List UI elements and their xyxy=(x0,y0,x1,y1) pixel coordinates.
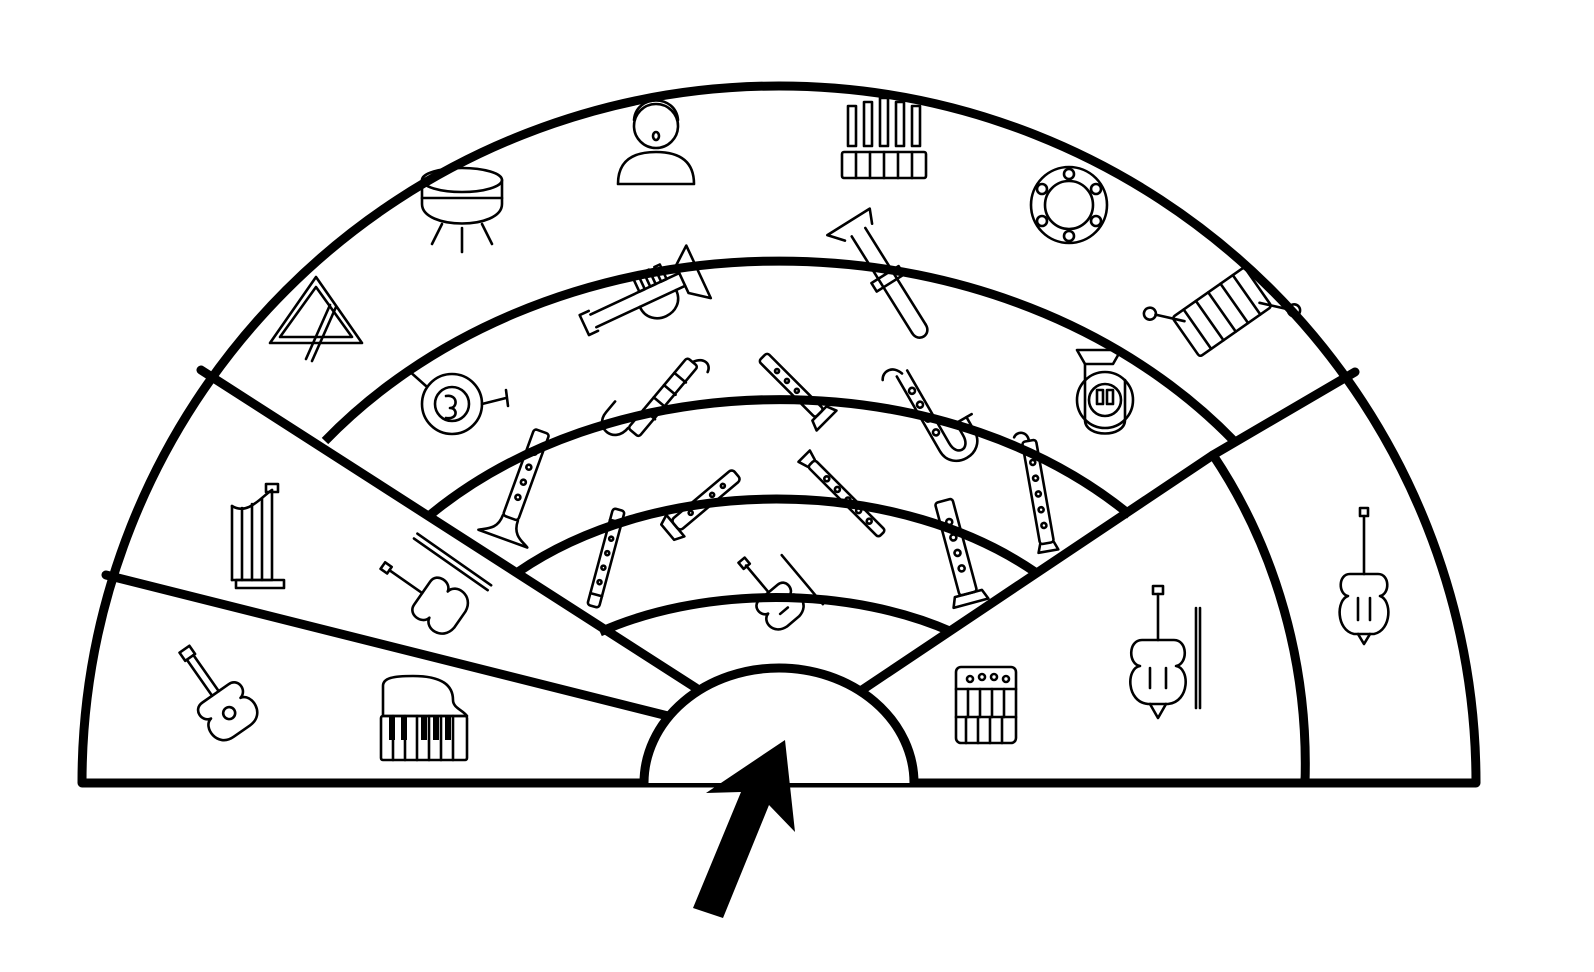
trumpet-icon xyxy=(578,244,713,337)
viola-icon xyxy=(379,532,493,635)
triangle-icon xyxy=(268,275,364,363)
right-outer-ring-arc xyxy=(1209,452,1310,784)
outer-arc xyxy=(77,81,1481,788)
contrabassoon-icon xyxy=(600,357,710,438)
oboe-icon xyxy=(797,449,886,538)
conductor-podium xyxy=(639,663,919,784)
arrow-up-right-icon xyxy=(693,740,795,918)
accordion-icon xyxy=(954,665,1018,745)
flute-icon xyxy=(659,469,741,542)
harp-icon xyxy=(230,482,286,590)
trombone-icon xyxy=(826,207,929,339)
xylophone-icon xyxy=(1142,266,1302,358)
tuba-icon xyxy=(1075,348,1135,435)
piccolo-icon xyxy=(586,507,626,609)
pipe-organ-icon xyxy=(840,96,928,180)
timpani-icon xyxy=(420,166,504,254)
cello-icon xyxy=(1129,584,1202,720)
inner-ring-arc xyxy=(598,593,954,637)
grand-piano-icon xyxy=(379,674,469,762)
divider-left-lower xyxy=(101,570,673,721)
double-bass-icon xyxy=(1338,506,1390,646)
alto-saxophone-icon xyxy=(881,368,979,463)
woodwind-front-ring-arc xyxy=(515,494,1038,576)
bassoon-icon xyxy=(1012,431,1060,555)
soprano-clarinet-icon xyxy=(758,352,838,432)
choir-singer-icon xyxy=(616,99,696,186)
divider-right-upper xyxy=(1208,367,1360,460)
divider-left-upper xyxy=(196,365,701,693)
bass-clarinet-icon xyxy=(477,428,550,549)
french-horn-icon xyxy=(406,358,510,436)
violin-icon xyxy=(737,553,825,631)
tambourine-icon xyxy=(1029,165,1109,245)
clarinet-icon xyxy=(934,497,990,610)
divider-right-mid xyxy=(857,450,1218,695)
guitar-icon xyxy=(178,644,259,742)
